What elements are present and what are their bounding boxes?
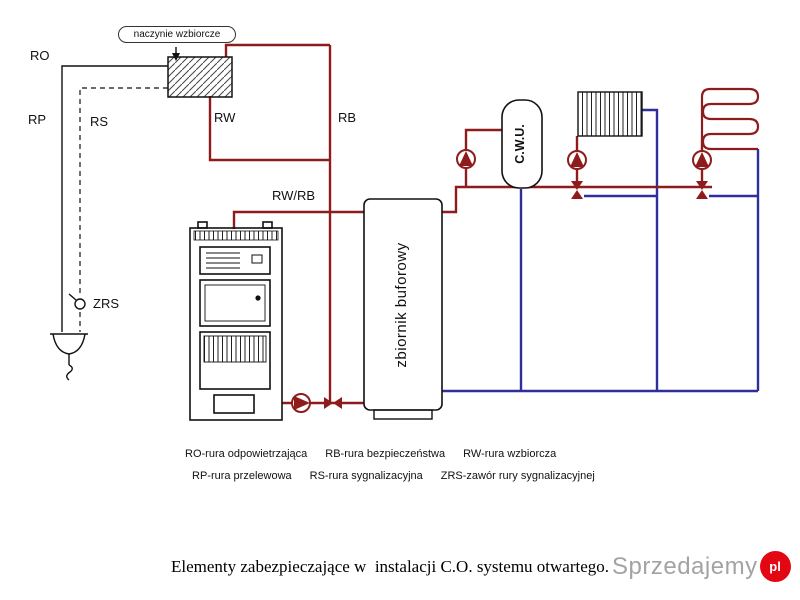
legend-item-zrs: ZRS-zawór rury sygnalizacyjnej [440, 470, 595, 482]
valve-icon [696, 181, 708, 199]
pump-icon [567, 150, 587, 170]
boiler-door-handle [255, 295, 261, 301]
legend-line-1: RO-rura odpowietrzająca RB-rura bezpiecz… [185, 448, 556, 460]
signal-pipe-dashed [79, 87, 168, 332]
valve-icon [571, 181, 583, 199]
buffer-tank-label: zbiornik buforowy [393, 242, 410, 368]
pump-icon [692, 150, 712, 170]
boiler-supply-pipe-rwrb [232, 210, 364, 229]
drain-funnel-icon [50, 333, 88, 381]
label-rs: RS [90, 114, 109, 129]
boiler-middle-door [199, 279, 271, 327]
label-zrs: ZRS [93, 296, 119, 311]
legend-item-rb: RB-rura bezpieczeństwa [325, 448, 446, 460]
label-rw-rb: RW/RB [272, 188, 316, 203]
safety-elements [50, 47, 643, 421]
boiler-ash-drawer [213, 394, 255, 414]
heating-coil [700, 87, 760, 151]
zrs-valve-icon [68, 293, 86, 310]
radiator [577, 91, 643, 137]
dhw-tank [501, 99, 543, 189]
callout-arrow-icon [172, 47, 180, 61]
safety-pipe-rb-top [224, 43, 330, 57]
buffer-tank [363, 198, 443, 420]
legend-line-2: RP-rura przelewowa RS-rura sygnalizacyjn… [192, 470, 595, 482]
expansion-pipe-rw [208, 96, 330, 162]
expansion-vessel [167, 56, 233, 98]
legend-item-rs: RS-rura sygnalizacyjna [309, 470, 423, 482]
label-rb: RB [338, 110, 357, 125]
page-caption: Elementy zabezpieczające w instalacji C.… [170, 557, 610, 576]
valve-icon [324, 397, 342, 409]
vent-overflow-pipe [61, 65, 168, 332]
expansion-vessel-callout: naczynie wzbiorcze [118, 26, 236, 43]
label-rw: RW [214, 110, 236, 125]
boiler-vent-door [199, 246, 271, 275]
label-ro: RO [30, 48, 50, 63]
supply-pipes [208, 43, 760, 405]
dhw-tank-label: C.W.U. [513, 124, 527, 164]
watermark: Sprzedajemy pl [612, 551, 791, 582]
pump-icon [291, 393, 311, 413]
return-pipes [442, 108, 760, 393]
legend-item-ro: RO-rura odpowietrzająca [185, 448, 308, 460]
watermark-name: Sprzedajemy [612, 552, 758, 580]
fittings [291, 149, 712, 413]
legend-item-rw: RW-rura wzbiorcza [463, 448, 557, 460]
pump-icon [456, 149, 476, 169]
watermark-pl-badge: pl [759, 551, 791, 582]
boiler-lower-door [199, 331, 271, 390]
radiator-return-pipe [642, 108, 659, 391]
label-rp: RP [28, 112, 47, 127]
distribution-header-pipe [442, 185, 712, 214]
legend-item-rp: RP-rura przelewowa [192, 470, 292, 482]
boiler [189, 221, 283, 421]
